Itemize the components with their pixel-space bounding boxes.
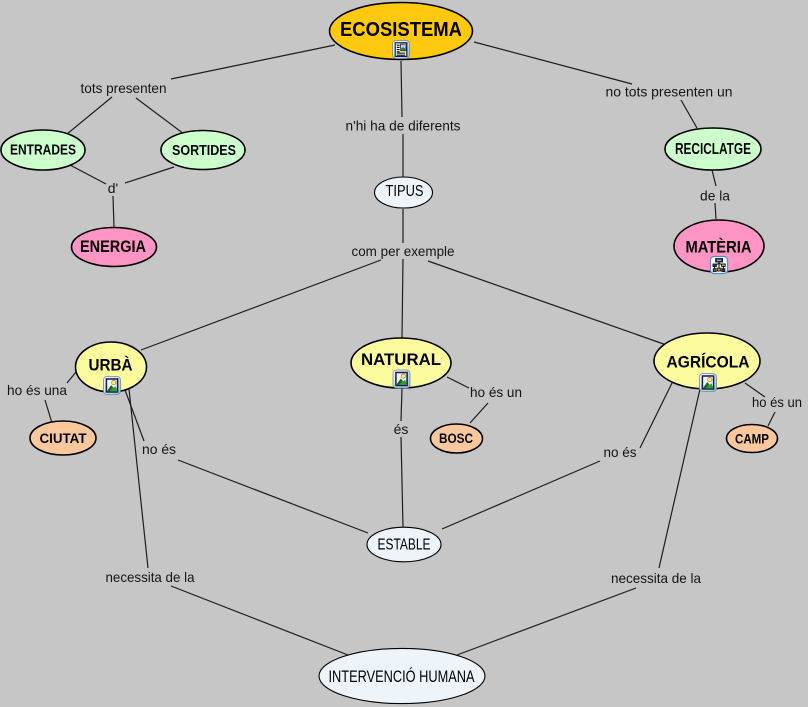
svg-text:TIPUS: TIPUS: [386, 183, 424, 200]
svg-text:ESTABLE: ESTABLE: [378, 537, 431, 554]
svg-text:BOSC: BOSC: [439, 430, 473, 446]
svg-text:RECICLATGE: RECICLATGE: [675, 141, 751, 158]
svg-text:ENERGIA: ENERGIA: [80, 237, 146, 256]
svg-text:no tots presenten un: no tots presenten un: [606, 84, 733, 100]
svg-text:CAMP: CAMP: [735, 431, 769, 447]
svg-text:ho és un: ho és un: [470, 384, 522, 400]
svg-text:com per exemple: com per exemple: [352, 243, 455, 259]
svg-text:tots presenten: tots presenten: [81, 80, 167, 96]
svg-text:necessita de la: necessita de la: [106, 569, 195, 585]
svg-text:n'hi ha de diferents: n'hi ha de diferents: [346, 118, 461, 134]
svg-text:URBÀ: URBÀ: [89, 356, 133, 375]
svg-text:MATÈRIA: MATÈRIA: [686, 238, 752, 257]
svg-text:necessita de la: necessita de la: [611, 570, 701, 586]
svg-text:ho és un: ho és un: [752, 394, 802, 410]
svg-text:SORTIDES: SORTIDES: [172, 142, 236, 159]
svg-text:INTERVENCIÓ HUMANA: INTERVENCIÓ HUMANA: [329, 667, 475, 686]
svg-text:CIUTAT: CIUTAT: [40, 430, 87, 446]
svg-text:AGRÍCOLA: AGRÍCOLA: [667, 353, 750, 372]
svg-text:de la: de la: [700, 188, 730, 204]
svg-text:NATURAL: NATURAL: [361, 350, 441, 369]
svg-text:ENTRADES: ENTRADES: [10, 142, 76, 159]
svg-text:ECOSISTEMA: ECOSISTEMA: [340, 19, 462, 41]
svg-text:d': d': [108, 180, 118, 196]
svg-text:no és: no és: [604, 444, 637, 460]
svg-text:ho és una: ho és una: [7, 382, 67, 398]
svg-text:és: és: [394, 421, 409, 437]
svg-text:no és: no és: [142, 441, 176, 457]
